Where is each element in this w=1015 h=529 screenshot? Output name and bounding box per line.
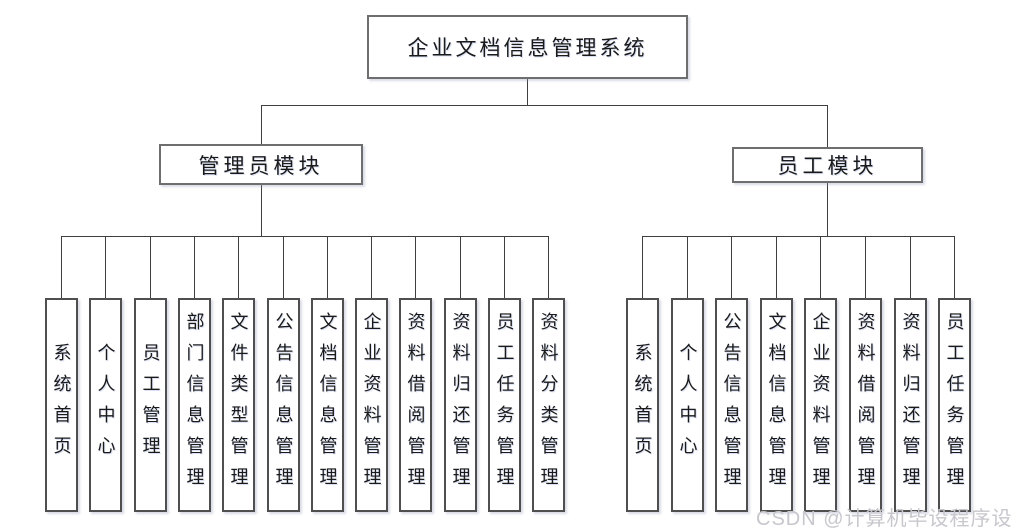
leaf-node-label: 资料归还管理 xyxy=(450,312,471,498)
leaf-node: 公告信息管理 xyxy=(267,298,300,512)
leaf-node-label: 文件类型管理 xyxy=(228,312,249,498)
connector-leaf-drop xyxy=(865,236,866,298)
leaf-node-label: 资料借阅管理 xyxy=(405,312,426,498)
connector-leaf-drop xyxy=(504,236,505,298)
branch-node-label: 员工模块 xyxy=(777,154,878,178)
connector-leaf-drop xyxy=(238,236,239,298)
leaf-node-label: 员工任务管理 xyxy=(494,312,515,498)
connector-leaf-drop xyxy=(687,236,688,298)
connector-leaf-drop xyxy=(61,236,62,298)
connector-leaf-drop xyxy=(194,236,195,298)
connector-leaf-drop xyxy=(371,236,372,298)
leaf-node: 员工管理 xyxy=(134,298,167,512)
leaf-node: 资料分类管理 xyxy=(532,298,565,512)
leaf-node-label: 公告信息管理 xyxy=(273,312,294,498)
connector-level1-bus xyxy=(261,105,828,106)
connector-admin-drop xyxy=(261,105,262,144)
leaf-node: 个人中心 xyxy=(89,298,122,512)
leaf-node: 文档信息管理 xyxy=(311,298,344,512)
connector-leaf-drop xyxy=(283,236,284,298)
connector-staff-stem xyxy=(827,183,828,236)
leaf-node: 文件类型管理 xyxy=(222,298,255,512)
leaf-node: 部门信息管理 xyxy=(178,298,211,512)
leaf-node-label: 员工管理 xyxy=(140,343,161,467)
leaf-node: 员工任务管理 xyxy=(488,298,521,512)
root-node-label: 企业文档信息管理系统 xyxy=(407,36,648,60)
leaf-node-label: 资料归还管理 xyxy=(900,312,921,498)
connector-leaf-drop xyxy=(150,236,151,298)
leaf-node: 个人中心 xyxy=(671,298,704,512)
leaf-node-label: 公告信息管理 xyxy=(721,312,742,498)
connector-leaf-drop xyxy=(820,236,821,298)
leaf-node-label: 系统首页 xyxy=(632,343,653,467)
leaf-node: 公告信息管理 xyxy=(715,298,748,512)
leaf-node: 资料归还管理 xyxy=(894,298,927,512)
leaf-node-label: 个人中心 xyxy=(677,343,698,467)
leaf-node-label: 系统首页 xyxy=(51,343,72,467)
branch-node-staff: 员工模块 xyxy=(732,147,923,183)
connector-admin-stem xyxy=(261,185,262,236)
connector-leaf-drop xyxy=(642,236,643,298)
leaf-node-label: 企业资料管理 xyxy=(810,312,831,498)
leaf-node: 员工任务管理 xyxy=(938,298,971,512)
leaf-node: 企业资料管理 xyxy=(355,298,388,512)
connector-leaf-drop xyxy=(327,236,328,298)
connector-staff-drop xyxy=(827,105,828,147)
connector-leaf-drop xyxy=(910,236,911,298)
connector-leaf-drop xyxy=(731,236,732,298)
leaf-node-label: 个人中心 xyxy=(95,343,116,467)
root-node: 企业文档信息管理系统 xyxy=(367,15,688,79)
connector-leaf-drop xyxy=(105,236,106,298)
connector-leaf-drop xyxy=(460,236,461,298)
leaf-node: 资料借阅管理 xyxy=(849,298,882,512)
connector-admin-bus xyxy=(61,236,549,237)
leaf-node-label: 资料借阅管理 xyxy=(855,312,876,498)
connector-leaf-drop xyxy=(548,236,549,298)
leaf-node-label: 企业资料管理 xyxy=(361,312,382,498)
connector-staff-bus xyxy=(642,236,955,237)
connector-leaf-drop xyxy=(954,236,955,298)
branch-node-label: 管理员模块 xyxy=(198,153,324,178)
leaf-node: 资料借阅管理 xyxy=(399,298,432,512)
leaf-node: 资料归还管理 xyxy=(444,298,477,512)
leaf-node: 企业资料管理 xyxy=(804,298,837,512)
connector-leaf-drop xyxy=(415,236,416,298)
leaf-node: 系统首页 xyxy=(626,298,659,512)
connector-leaf-drop xyxy=(776,236,777,298)
leaf-node-label: 文档信息管理 xyxy=(766,312,787,498)
leaf-node: 系统首页 xyxy=(45,298,78,512)
connector-root-stem xyxy=(527,79,528,105)
leaf-node: 文档信息管理 xyxy=(760,298,793,512)
watermark-text: CSDN @计算机毕设程序设计 xyxy=(756,508,1013,529)
branch-node-admin: 管理员模块 xyxy=(159,144,363,185)
leaf-node-label: 文档信息管理 xyxy=(317,312,338,498)
leaf-node-label: 员工任务管理 xyxy=(944,312,965,498)
leaf-node-label: 资料分类管理 xyxy=(538,312,559,498)
leaf-node-label: 部门信息管理 xyxy=(184,312,205,498)
